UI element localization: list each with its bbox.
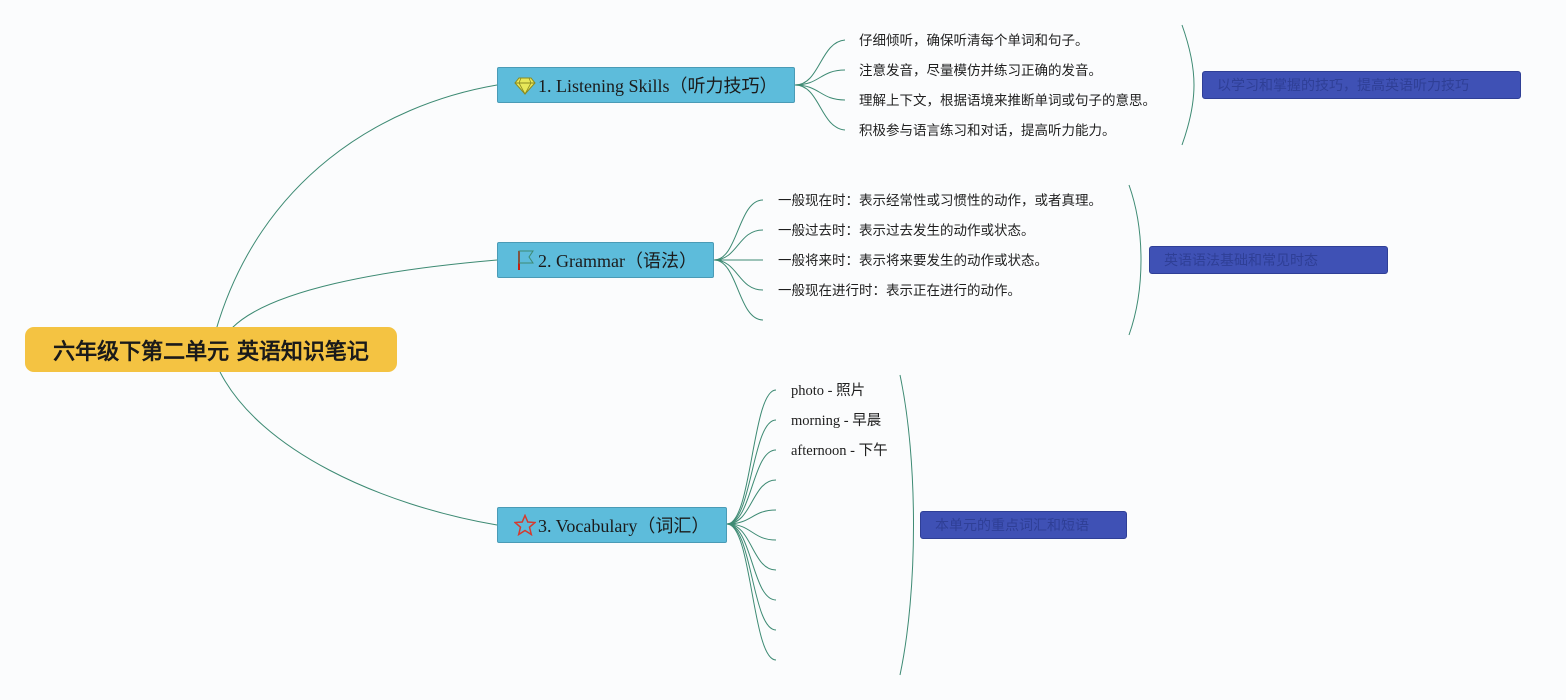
list-item[interactable]: 一般现在进行时：表示正在进行的动作。: [778, 283, 1021, 299]
topic-label: 1. Listening Skills（听力技巧）: [538, 76, 778, 96]
diamond-icon: [514, 74, 536, 96]
topic-grammar[interactable]: 2. Grammar（语法）: [497, 242, 714, 278]
topic-vocabulary[interactable]: 3. Vocabulary（词汇）: [497, 507, 727, 543]
list-item[interactable]: photo - 照片: [791, 383, 866, 399]
root-topic[interactable]: 六年级下第二单元 英语知识笔记: [25, 327, 397, 372]
topic-label: 2. Grammar（语法）: [538, 251, 697, 271]
summary-vocabulary[interactable]: 本单元的重点词汇和短语: [920, 511, 1127, 539]
topic-listening-skills[interactable]: 1. Listening Skills（听力技巧）: [497, 67, 795, 103]
list-item[interactable]: 一般过去时：表示过去发生的动作或状态。: [778, 223, 1035, 239]
list-item[interactable]: 仔细倾听，确保听清每个单词和句子。: [859, 33, 1089, 49]
star-icon: [514, 514, 536, 536]
list-item[interactable]: 理解上下文，根据语境来推断单词或句子的意思。: [859, 93, 1156, 109]
list-item[interactable]: 注意发音，尽量模仿并练习正确的发音。: [859, 63, 1102, 79]
list-item[interactable]: 积极参与语言练习和对话，提高听力能力。: [859, 123, 1116, 139]
list-item[interactable]: morning - 早晨: [791, 413, 882, 429]
red-flag-icon: [514, 249, 536, 271]
summary-listening[interactable]: 以学习和掌握的技巧，提高英语听力技巧: [1202, 71, 1521, 99]
summary-grammar[interactable]: 英语语法基础和常见时态: [1149, 246, 1388, 274]
list-item[interactable]: afternoon - 下午: [791, 443, 888, 459]
list-item[interactable]: 一般将来时：表示将来要发生的动作或状态。: [778, 253, 1048, 269]
topic-label: 3. Vocabulary（词汇）: [538, 516, 710, 536]
list-item[interactable]: 一般现在时：表示经常性或习惯性的动作，或者真理。: [778, 193, 1102, 209]
